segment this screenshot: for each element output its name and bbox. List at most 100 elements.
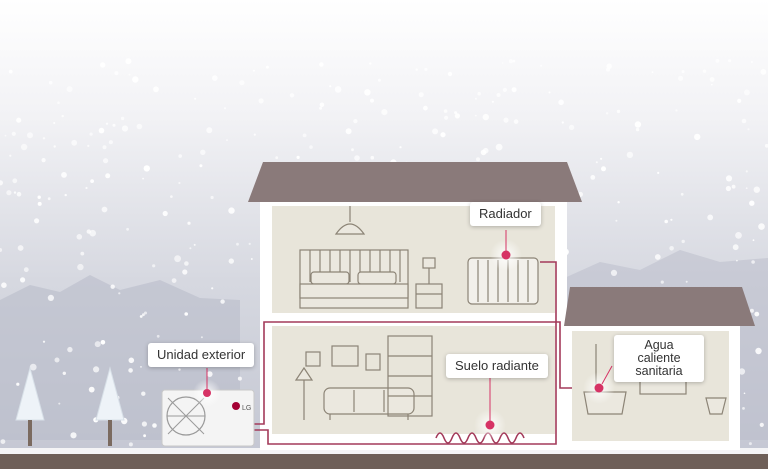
snowflake (110, 284, 115, 289)
snowflake (223, 107, 227, 110)
snowflake (669, 246, 674, 251)
ground-floor-room (272, 326, 555, 434)
snowflake (20, 143, 28, 151)
snowflake (4, 134, 7, 137)
snowflake (764, 143, 768, 148)
snowflake (432, 128, 439, 135)
snowflake (210, 195, 214, 200)
snowflake (309, 145, 313, 149)
snowflake (16, 382, 20, 386)
bookshelf-icon (387, 335, 433, 417)
snowflake (228, 207, 235, 214)
snowflake (617, 201, 620, 204)
snowflake (595, 161, 598, 164)
snowflake (100, 340, 106, 345)
snowflake (568, 124, 575, 131)
hotspot-icon[interactable] (193, 379, 221, 407)
snowflake (495, 143, 503, 151)
radiator-label[interactable]: Radiador (470, 202, 541, 226)
snowflake (605, 112, 609, 115)
snowflake (41, 158, 46, 163)
snowflake (77, 263, 84, 271)
snowflake (114, 71, 119, 76)
snowflake (140, 366, 142, 368)
snowflake (27, 132, 33, 139)
snowflake (657, 171, 660, 174)
snowflake (738, 368, 746, 375)
snowflake (694, 133, 701, 141)
toilet-icon (705, 397, 727, 415)
snowflake (725, 185, 732, 192)
snowflake (370, 155, 375, 160)
snowflake (737, 98, 742, 103)
snowflake (508, 59, 513, 64)
snowflake (0, 439, 6, 444)
snowflake (370, 98, 374, 103)
snowflake (105, 122, 109, 125)
snowflake (212, 75, 218, 81)
hotspot-icon[interactable] (490, 239, 522, 271)
snowflake (302, 133, 307, 138)
snowflake (132, 76, 139, 83)
snowflake (615, 219, 618, 222)
snowflake (143, 434, 147, 438)
snowflake (170, 195, 173, 198)
snowflake (112, 123, 116, 127)
floor-lamp-icon (294, 366, 314, 420)
snowflake (345, 128, 352, 135)
snowflake (57, 101, 60, 104)
snowflake (736, 259, 738, 262)
snowflake (128, 368, 133, 373)
hotspot-icon[interactable] (474, 409, 506, 441)
snowflake (502, 87, 507, 92)
snowflake (34, 218, 40, 224)
snowflake (447, 71, 453, 77)
snowflake (742, 407, 745, 410)
snowflake (17, 245, 24, 251)
snowflake (8, 69, 13, 74)
snowflake (513, 119, 519, 124)
snowflake (88, 386, 95, 393)
snowflake (250, 258, 253, 260)
snowflake (1, 282, 7, 289)
snowflake (610, 269, 618, 276)
snowflake (126, 227, 129, 231)
snowflake (651, 71, 654, 74)
snowflake (174, 255, 182, 263)
underfloor-heating-label[interactable]: Suelo radiante (446, 354, 548, 378)
snowflake (9, 154, 12, 157)
snowflake (590, 175, 596, 180)
snowflake (6, 190, 12, 196)
snowflake (189, 247, 192, 250)
snowflake (501, 62, 504, 64)
snowflake (364, 89, 371, 96)
radiator-icon (467, 257, 539, 305)
snowflake (66, 86, 73, 93)
snowflake (71, 139, 78, 146)
snowflake (85, 186, 88, 190)
snowflake (200, 336, 203, 339)
hotspot-icon[interactable] (583, 372, 615, 404)
snowflake (601, 166, 606, 172)
nightstand-icon (415, 257, 443, 309)
outdoor-unit-label[interactable]: Unidad exterior (148, 343, 255, 367)
snowflake (319, 102, 325, 108)
snowflake (760, 69, 767, 75)
snowflake (319, 106, 323, 110)
snowflake (128, 73, 131, 76)
snowflake (139, 315, 143, 318)
snowflake (670, 218, 673, 221)
snowflake (0, 248, 3, 252)
snowflake (474, 97, 477, 100)
snowflake (715, 59, 720, 63)
snowflake (220, 299, 225, 304)
snowflake (654, 254, 661, 260)
snowflake (237, 376, 242, 381)
snowflake (558, 99, 564, 106)
snowflake (443, 109, 448, 113)
snowflake (236, 242, 239, 246)
hot-water-label[interactable]: Agua caliente sanitaria (614, 335, 704, 382)
snowflake (754, 311, 760, 317)
snowflake (354, 155, 360, 161)
snowflake (600, 157, 603, 160)
